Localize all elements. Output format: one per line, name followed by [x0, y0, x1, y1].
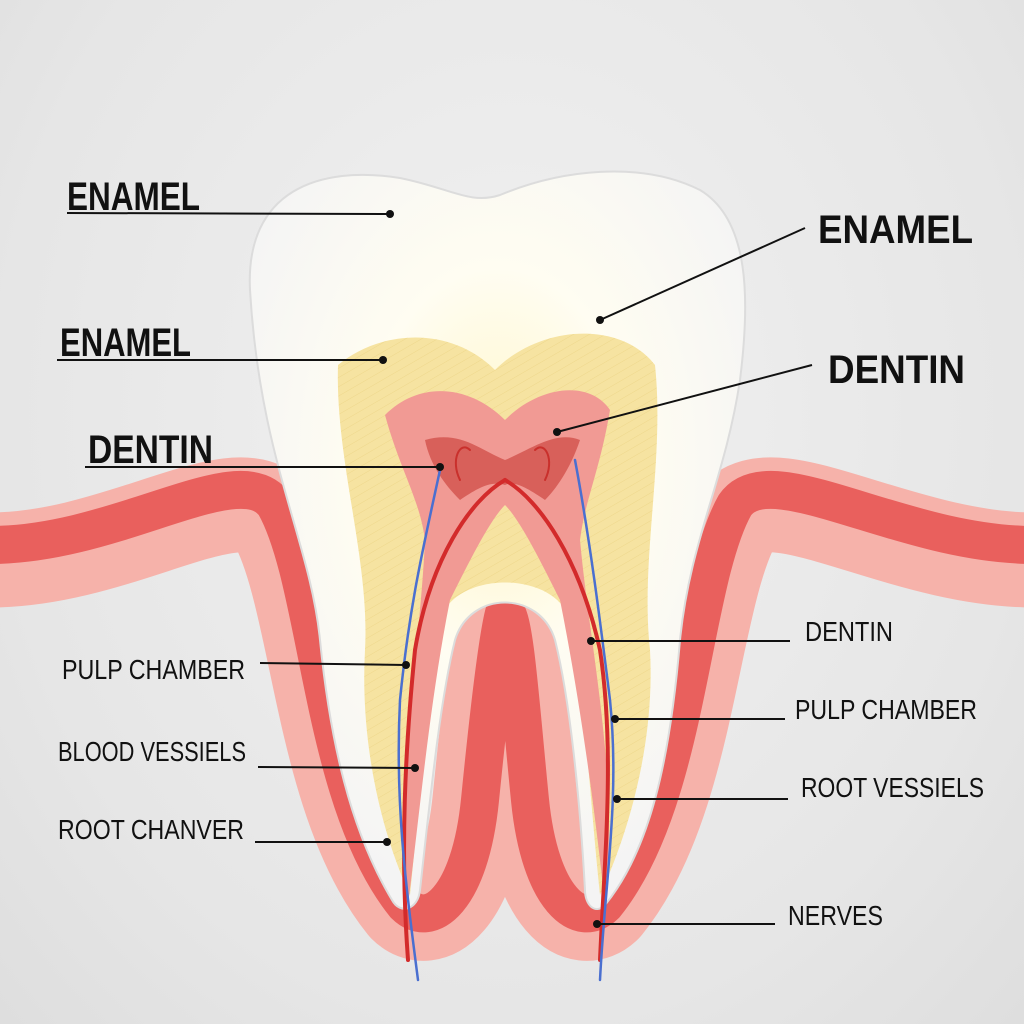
label-pulp-chamber-left: PULP CHAMBER: [62, 654, 245, 685]
label-root-chanver: ROOT CHANVER: [58, 814, 244, 845]
leader-lines: [57, 210, 813, 928]
label-blood-vessiels: BLOOD VESSIELS: [58, 736, 246, 767]
blood-vessels-and-nerves: [397, 446, 615, 982]
label-enamel-left: ENAMEL: [60, 321, 191, 365]
label-root-vessiels: ROOT VESSIELS: [801, 772, 984, 803]
label-dentin-right-top: DENTIN: [828, 348, 965, 392]
label-nerves: NERVES: [788, 900, 883, 931]
label-pulp-chamber-right: PULP CHAMBER: [795, 694, 977, 725]
label-enamel-right: ENAMEL: [818, 208, 973, 252]
gum: [0, 457, 1024, 961]
label-enamel-left-top: ENAMEL: [67, 175, 200, 219]
label-dentin-left: DENTIN: [88, 428, 213, 472]
label-dentin-right: DENTIN: [805, 616, 893, 647]
labels: ENAMEL ENAMEL ENAMEL DENTIN DENTIN DENTI…: [58, 175, 984, 931]
pulp-chamber: [385, 390, 610, 906]
